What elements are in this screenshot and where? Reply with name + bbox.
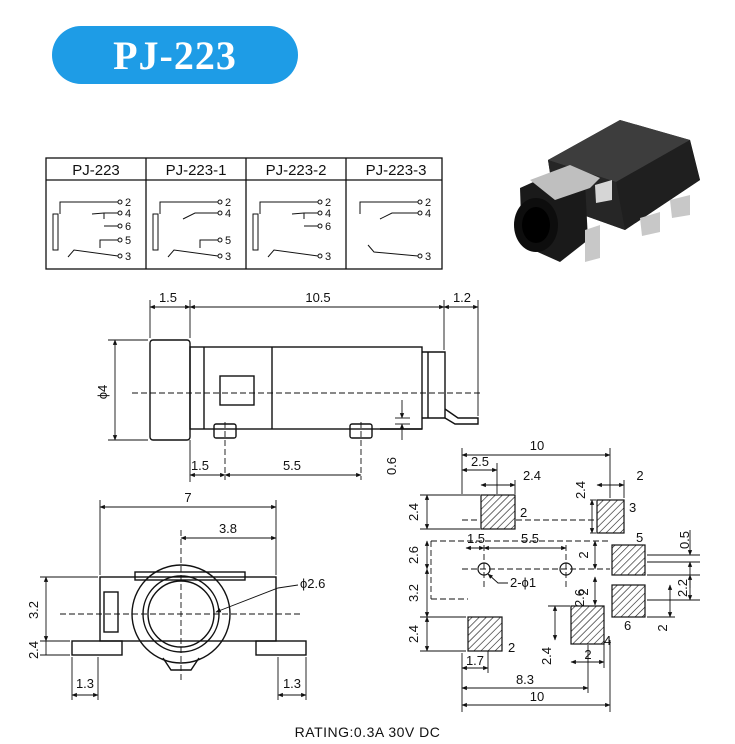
pad-label: 5: [636, 530, 643, 545]
dim-label: 2-ϕ1: [510, 575, 536, 590]
pin-label: 4: [325, 208, 331, 220]
schematic-pj223-1: [152, 199, 223, 259]
pin-label: 6: [125, 221, 131, 233]
dim-label: ϕ2.6: [300, 576, 325, 591]
table-header-pj223-2: PJ-223-2: [266, 162, 327, 179]
dim-label: 5.5: [283, 458, 301, 473]
table-header-pj223-1: PJ-223-1: [166, 162, 227, 179]
dim-label: 2.4: [406, 625, 421, 643]
dim-label: 5.5: [521, 531, 539, 546]
pcb-pads: [467, 494, 646, 652]
pin-label: 3: [225, 251, 231, 263]
dim-label: 10.5: [305, 290, 330, 305]
pcb-dimension-lines: [420, 448, 700, 712]
dim-label: 3.2: [406, 584, 421, 602]
pad-label: 4: [604, 633, 611, 648]
dim-label: 1.5: [191, 458, 209, 473]
dim-label: 1.5: [159, 290, 177, 305]
dim-label: 0.5: [677, 531, 692, 549]
pin-label: 2: [325, 197, 331, 209]
pin-label: 3: [325, 251, 331, 263]
pcb-outline-dashed: [430, 519, 610, 600]
dim-label: 1.3: [76, 676, 94, 691]
dim-label: 2.6: [572, 589, 587, 607]
dim-label: 2.4: [573, 481, 588, 499]
dim-label: 2.5: [471, 454, 489, 469]
schematic-table: [45, 157, 443, 270]
pad-label: 2: [520, 505, 527, 520]
dim-label: 3.2: [26, 601, 41, 619]
dim-label: 2.4: [26, 641, 41, 659]
pin-label: 2: [125, 197, 131, 209]
pin-label: 4: [425, 208, 431, 220]
dim-label: 2: [655, 624, 670, 631]
pad-label: 2: [508, 640, 515, 655]
table-header-pj223: PJ-223: [72, 162, 120, 179]
dim-label: 2: [576, 588, 591, 595]
dim-label: 2: [636, 468, 643, 483]
product-title: PJ-223: [113, 32, 237, 78]
front-view-centerlines: [60, 530, 300, 680]
dim-label: 1.3: [283, 676, 301, 691]
pin-label: 4: [225, 208, 231, 220]
pin-label: 5: [225, 235, 231, 247]
dim-label: 2.4: [539, 647, 554, 665]
schematic-pj223: [52, 199, 123, 259]
side-view-dimension-lines: [108, 300, 479, 482]
side-view-outline: [149, 339, 479, 441]
dim-label: 2.6: [406, 546, 421, 564]
schematic-pj223-2: [252, 199, 323, 259]
dim-label: 2: [584, 647, 591, 662]
dim-label: 2.4: [406, 503, 421, 521]
dim-label: 8.3: [516, 672, 534, 687]
pin-label: 2: [225, 197, 231, 209]
dim-label: 1.5: [467, 531, 485, 546]
dim-label: 7: [184, 490, 191, 505]
dim-label: 0.6: [384, 457, 399, 475]
front-view-dimension-lines: [40, 500, 307, 700]
dim-label: 2.2: [675, 579, 690, 597]
schematic-pj223-3: [359, 199, 423, 259]
product-photo: [514, 120, 700, 262]
dim-label: 2: [576, 551, 591, 558]
pin-label: 3: [125, 251, 131, 263]
dim-label: 3.8: [219, 521, 237, 536]
side-view-centerlines: [132, 392, 480, 480]
pin-label: 3: [425, 251, 431, 263]
pin-label: 2: [425, 197, 431, 209]
table-header-pj223-3: PJ-223-3: [366, 162, 427, 179]
rating-text: RATING:0.3A 30V DC: [294, 724, 441, 740]
product-title-badge: PJ-223: [52, 26, 298, 84]
pin-label: 4: [125, 208, 131, 220]
dim-label: 2.4: [523, 468, 541, 483]
dim-label: 10: [530, 689, 544, 704]
front-view-outline: [71, 564, 307, 671]
dim-label: ϕ4: [95, 385, 110, 400]
pad-label: 3: [629, 500, 636, 515]
pin-label: 6: [325, 221, 331, 233]
dim-label: 10: [530, 438, 544, 453]
dim-label: 1.7: [466, 653, 484, 668]
dim-label: 1.2: [453, 290, 471, 305]
pin-label: 5: [125, 235, 131, 247]
pad-label: 6: [624, 618, 631, 633]
